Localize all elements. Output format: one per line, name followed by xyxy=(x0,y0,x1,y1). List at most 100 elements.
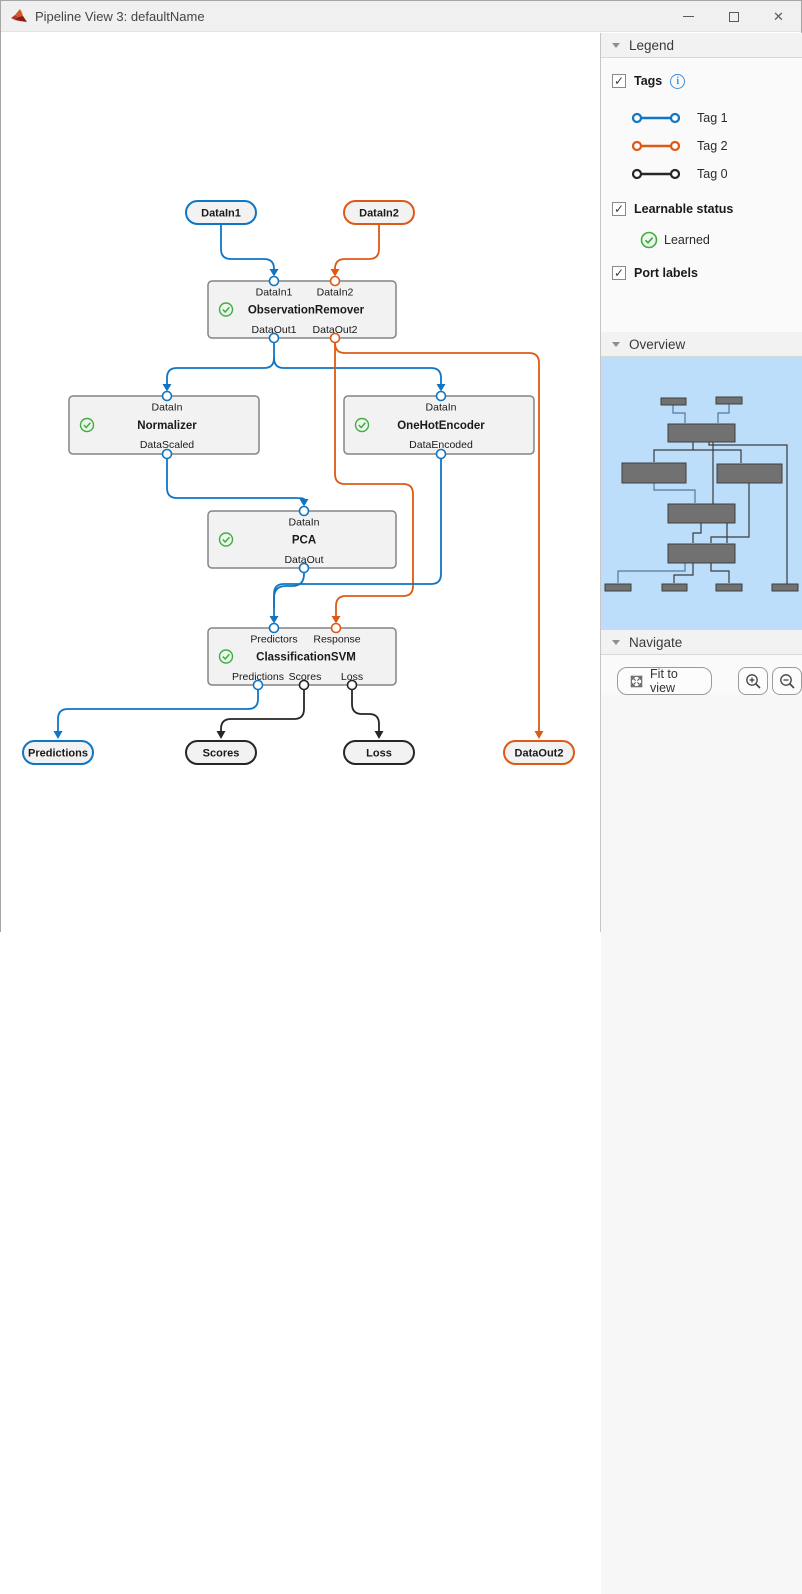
port[interactable] xyxy=(298,562,310,574)
port[interactable] xyxy=(161,448,173,460)
pill-label: Predictions xyxy=(28,748,88,760)
minimize-icon xyxy=(683,16,694,17)
legend-body: ✓ Tags i Tag 1 Tag 2 xyxy=(601,58,802,332)
edge-dataout2-pill xyxy=(334,338,540,731)
port[interactable] xyxy=(346,679,358,691)
node-dataout2-pill[interactable]: DataOut2 xyxy=(503,740,575,765)
edge-datain2 xyxy=(334,224,380,270)
legend-tag1-row: Tag 1 xyxy=(632,104,802,132)
overview-header-label: Overview xyxy=(629,336,686,352)
node-datain1-pill[interactable]: DataIn1 xyxy=(185,200,257,225)
port[interactable] xyxy=(268,622,280,634)
port[interactable] xyxy=(330,622,342,634)
port[interactable] xyxy=(268,332,280,344)
legend-section-header[interactable]: Legend xyxy=(601,33,802,58)
edge-dataout2-response xyxy=(334,338,414,616)
port[interactable] xyxy=(298,679,310,691)
edge-loss xyxy=(351,685,380,731)
port[interactable] xyxy=(435,448,447,460)
info-icon[interactable]: i xyxy=(670,73,686,89)
learned-status-icon xyxy=(79,417,95,433)
pill-label: DataOut2 xyxy=(515,748,564,760)
collapse-arrow-icon xyxy=(612,341,620,347)
learned-status-icon xyxy=(354,417,370,433)
edge-onehot-predictors xyxy=(273,454,442,616)
edge-scores xyxy=(220,685,305,731)
tag2-label: Tag 2 xyxy=(697,139,728,153)
edges xyxy=(53,224,544,739)
node-observationremover[interactable]: DataIn1 DataIn2 ObservationRemover DataO… xyxy=(207,275,397,344)
node-title: ObservationRemover xyxy=(248,305,365,317)
zoom-out-icon xyxy=(779,673,795,689)
node-title: PCA xyxy=(292,535,316,547)
port-label: DataOut2 xyxy=(313,324,358,336)
port-label: DataEncoded xyxy=(409,439,473,451)
tags-checkbox[interactable]: ✓ xyxy=(612,74,626,88)
edge-normalizer-pca xyxy=(166,454,305,500)
tag2-line-icon xyxy=(632,140,680,152)
panel-empty-space xyxy=(601,695,802,1594)
learned-label: Learned xyxy=(664,233,710,247)
port[interactable] xyxy=(329,332,341,344)
minimap-blocks xyxy=(604,396,799,592)
port-label: DataScaled xyxy=(140,439,194,451)
overview-section-header[interactable]: Overview xyxy=(601,332,802,357)
fit-to-view-button[interactable]: Fit to view xyxy=(617,667,712,695)
collapse-arrow-icon xyxy=(612,639,620,645)
port-label: DataIn xyxy=(152,402,183,414)
learnable-status-label: Learnable status xyxy=(634,202,734,216)
port-label: DataIn xyxy=(426,402,457,414)
port-label: Scores xyxy=(289,671,322,683)
zoom-in-button[interactable] xyxy=(738,667,768,695)
port-labels-checkbox[interactable]: ✓ xyxy=(612,266,626,280)
title-bar: Pipeline View 3: defaultName ✕ xyxy=(1,1,801,32)
node-normalizer[interactable]: DataIn Normalizer DataScaled xyxy=(68,390,260,460)
node-title: Normalizer xyxy=(137,420,197,432)
port-label: Response xyxy=(313,634,360,646)
pill-label: DataIn1 xyxy=(201,208,241,220)
learned-check-icon xyxy=(640,231,658,249)
node-datain2-pill[interactable]: DataIn2 xyxy=(343,200,415,225)
node-scores-pill[interactable]: Scores xyxy=(185,740,257,765)
port-label: DataIn2 xyxy=(317,287,354,299)
edge-dataout1-onehot xyxy=(273,357,442,384)
port[interactable] xyxy=(435,390,447,402)
tag0-line-icon xyxy=(632,168,680,180)
legend-tag0-row: Tag 0 xyxy=(632,160,802,188)
node-pca[interactable]: DataIn PCA DataOut xyxy=(207,505,397,574)
port[interactable] xyxy=(298,505,310,517)
port-label: Loss xyxy=(341,671,363,683)
learned-legend-row: Learned xyxy=(640,228,802,252)
zoom-out-button[interactable] xyxy=(772,667,802,695)
maximize-button[interactable] xyxy=(711,1,756,32)
port-label: Predictions xyxy=(232,671,284,683)
pill-label: DataIn2 xyxy=(359,208,399,220)
node-title: OneHotEncoder xyxy=(397,420,485,432)
learned-status-icon xyxy=(218,532,234,547)
edge-pca-predictors xyxy=(273,568,305,608)
overview-minimap[interactable] xyxy=(601,357,802,630)
port[interactable] xyxy=(161,390,173,402)
node-predictions-pill[interactable]: Predictions xyxy=(22,740,94,765)
legend-tag2-row: Tag 2 xyxy=(632,132,802,160)
node-classificationsvm[interactable]: Predictors Response ClassificationSVM Pr… xyxy=(207,622,397,691)
pipeline-canvas[interactable]: DataIn1 DataIn2 DataIn1 DataIn2 Observat… xyxy=(1,33,600,932)
minimize-button[interactable] xyxy=(666,1,711,32)
node-onehotencoder[interactable]: DataIn OneHotEncoder DataEncoded xyxy=(343,390,535,460)
tag1-label: Tag 1 xyxy=(697,111,728,125)
port[interactable] xyxy=(268,275,280,287)
port[interactable] xyxy=(329,275,341,287)
edge-predictions xyxy=(57,685,259,731)
navigate-header-label: Navigate xyxy=(629,634,683,650)
learnable-status-checkbox[interactable]: ✓ xyxy=(612,202,626,216)
port-label: Predictors xyxy=(250,634,297,646)
navigate-section-header[interactable]: Navigate xyxy=(601,630,802,655)
port[interactable] xyxy=(252,679,264,691)
edge-dataout1-normalizer xyxy=(166,338,275,384)
close-button[interactable]: ✕ xyxy=(756,1,801,32)
pill-label: Loss xyxy=(366,748,392,760)
window-title: Pipeline View 3: defaultName xyxy=(35,8,205,24)
node-loss-pill[interactable]: Loss xyxy=(343,740,415,765)
maximize-icon xyxy=(728,11,739,22)
close-icon: ✕ xyxy=(773,9,784,24)
